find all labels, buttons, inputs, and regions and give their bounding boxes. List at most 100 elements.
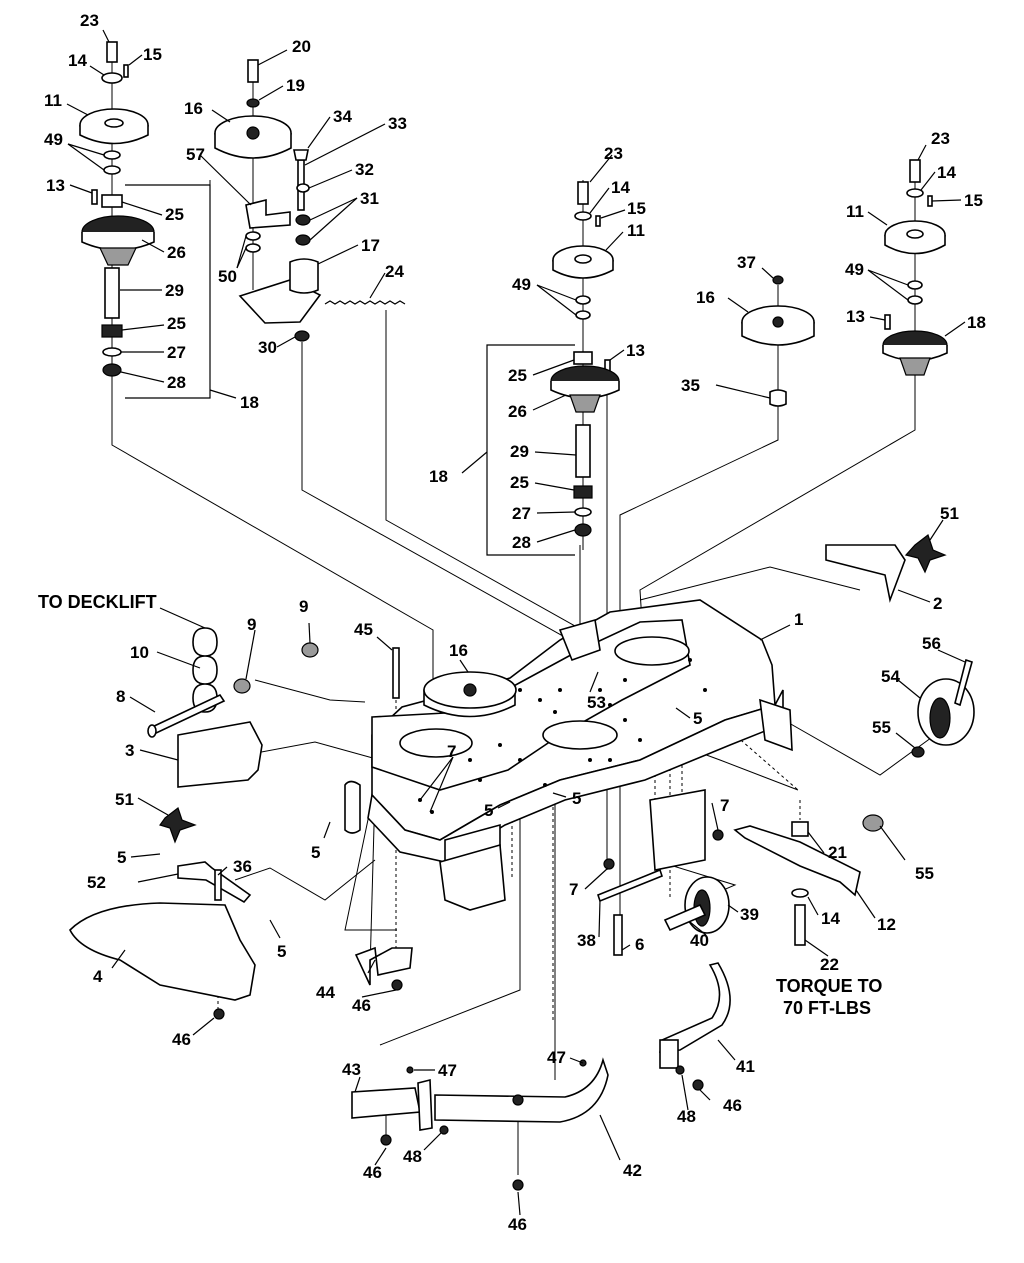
- callout-label: 23: [604, 144, 623, 163]
- ring-32: [296, 183, 310, 193]
- callout-label: 53: [587, 693, 606, 712]
- nut-46-guard: [512, 1094, 524, 1106]
- callout-label: 30: [258, 338, 277, 357]
- callout-label: 9: [299, 597, 308, 616]
- callout-label: 44: [316, 983, 335, 1002]
- callout-label: 43: [342, 1060, 361, 1079]
- baffle-41: [659, 962, 731, 1053]
- discharge-chute-4: [69, 902, 256, 1001]
- bolt-6: [613, 914, 623, 956]
- snap-ring-27-center: [574, 507, 592, 517]
- center-spindle-stack: [486, 180, 620, 556]
- callout-label: 25: [510, 473, 529, 492]
- bolt-45: [392, 647, 400, 699]
- idler-arm-stack: [214, 59, 406, 342]
- nut-7-right: [712, 829, 724, 841]
- deck-opening-left: [399, 728, 473, 758]
- key-15-right: [927, 195, 933, 207]
- callout-label: 27: [512, 504, 531, 523]
- nut-46-chute: [213, 1008, 225, 1020]
- callout-label: 7: [720, 796, 729, 815]
- callout-label: 49: [512, 275, 531, 294]
- callout-label: 11: [846, 202, 864, 221]
- callout-label: 51: [940, 504, 959, 523]
- callout-label: 42: [623, 1161, 642, 1180]
- bracket-18-center: [486, 344, 575, 556]
- callout-label: 38: [577, 931, 596, 950]
- mower-deck: [344, 599, 793, 911]
- callout-label: 15: [964, 191, 983, 210]
- bolt-56: [954, 658, 973, 707]
- callout-label: 5: [484, 801, 493, 820]
- callout-label: 5: [277, 942, 286, 961]
- callout-label: 49: [44, 130, 63, 149]
- callout-label: 5: [311, 843, 320, 862]
- callout-label: 26: [167, 243, 186, 262]
- callout-label: 26: [508, 402, 527, 421]
- callout-label: 40: [690, 931, 709, 950]
- callout-label: 5: [572, 789, 581, 808]
- callout-label: 7: [447, 742, 456, 761]
- callout-label: 10: [130, 643, 149, 662]
- assembly-line-guard-2: [639, 566, 861, 601]
- baffle-assembly: [351, 962, 731, 1191]
- note-torque-line1: TORQUE TO: [776, 976, 882, 996]
- callout-label: 55: [872, 718, 891, 737]
- spacer-35: [769, 389, 787, 407]
- snap-ring-27-left: [102, 347, 122, 357]
- callout-label: 49: [845, 260, 864, 279]
- washer-50b: [245, 243, 261, 253]
- key-15-center: [595, 215, 601, 227]
- callout-label: 18: [429, 467, 448, 486]
- callout-label: 39: [740, 905, 759, 924]
- callout-label: 25: [508, 366, 527, 385]
- callout-label: 46: [723, 1096, 742, 1115]
- nut-55-top: [911, 746, 925, 758]
- bolt-23-right: [909, 159, 921, 183]
- callout-label: 3: [125, 741, 134, 760]
- spacer-49a-right: [907, 280, 923, 290]
- note-torque-line2: 70 FT-LBS: [783, 998, 871, 1018]
- callout-label: 46: [363, 1163, 382, 1182]
- bolt-23-left: [106, 41, 118, 63]
- bearing-25-top-left: [101, 194, 123, 208]
- bolt-38: [597, 868, 663, 903]
- callout-label: 34: [333, 107, 352, 126]
- callout-label: 33: [388, 114, 407, 133]
- callout-label: 46: [352, 996, 371, 1015]
- cover-3: [177, 721, 263, 788]
- blade-assembly: [733, 821, 861, 946]
- right-spindle-stack: [882, 159, 948, 380]
- callout-label: 48: [677, 1107, 696, 1126]
- note-to-decklift: TO DECKLIFT: [38, 592, 157, 612]
- callout-label: 14: [821, 909, 840, 928]
- cap-34: [293, 149, 309, 161]
- spacer-49a-center: [575, 295, 591, 305]
- callout-label: 29: [165, 281, 184, 300]
- baffle-43: [351, 1087, 421, 1119]
- idler-hub-17: [289, 258, 319, 294]
- bolt-23-center: [577, 181, 589, 205]
- assembly-line-deck-skirt: [344, 809, 397, 931]
- callout-label: 48: [403, 1147, 422, 1166]
- callout-label: 16: [184, 99, 203, 118]
- callout-label: 36: [233, 857, 252, 876]
- callout-label: 12: [877, 915, 896, 934]
- callout-label: 13: [626, 341, 645, 360]
- nut-30: [294, 330, 310, 342]
- callout-label: 47: [547, 1048, 566, 1067]
- bearing-25-top-center: [573, 351, 593, 365]
- left-side-parts: [69, 627, 413, 1020]
- seal-28-left: [102, 363, 122, 377]
- washer-14-blade: [791, 888, 809, 898]
- callout-label: 13: [46, 176, 65, 195]
- callout-label: 11: [44, 91, 62, 110]
- callout-label: 14: [68, 51, 87, 70]
- belt-guard-2: [825, 544, 906, 603]
- callout-label: 16: [449, 641, 468, 660]
- callout-label: 45: [354, 620, 373, 639]
- spacer-21: [791, 821, 809, 837]
- callout-label: 5: [693, 709, 702, 728]
- assembly-line-bracket-52: [234, 859, 376, 901]
